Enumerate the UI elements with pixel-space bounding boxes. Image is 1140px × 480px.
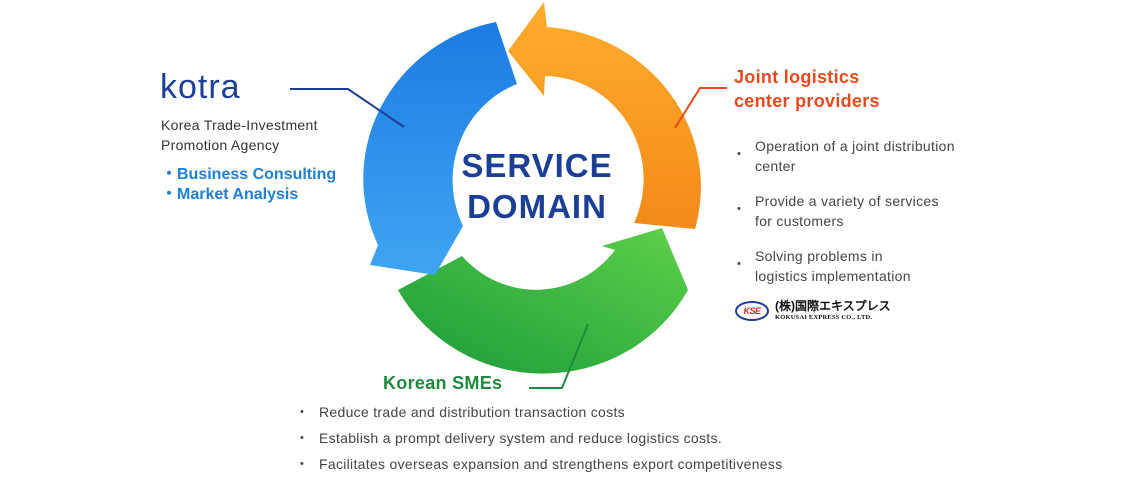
kokusai-express-logo: KSE (株)国際エキスプレス KOKUSAI EXPRESS CO., LTD…: [735, 300, 891, 322]
kotra-full-name: Korea Trade-Investment Promotion Agency: [161, 115, 318, 155]
smes-connector-line: [529, 323, 589, 389]
green-arrow: [398, 228, 688, 374]
list-item: • Establish a prompt delivery system and…: [300, 428, 900, 448]
bullet-icon: •: [737, 258, 742, 270]
list-item-line1: Provide a variety of services: [755, 193, 939, 209]
list-item-line2: logistics implementation: [755, 268, 911, 284]
bullet-icon: •: [300, 406, 305, 418]
joint-logistics-list: • Operation of a joint distribution cent…: [737, 136, 997, 301]
list-item-text: Reduce trade and distribution transactio…: [319, 404, 625, 420]
bullet-icon: •: [737, 203, 742, 215]
kse-japanese-name: (株)国際エキスプレス: [775, 299, 891, 313]
list-item-line2: for customers: [755, 213, 844, 229]
bullet-icon: •: [737, 148, 742, 160]
kotra-connector-line: [290, 88, 405, 128]
orange-arrow: [508, 2, 701, 229]
bullet-icon: •: [300, 458, 305, 470]
list-item: • Solving problems in logistics implemen…: [737, 246, 997, 286]
list-item: • Operation of a joint distribution cent…: [737, 136, 997, 176]
center-title-line2: DOMAIN: [467, 188, 607, 225]
kse-badge-icon: KSE: [735, 301, 769, 321]
list-item-line1: Solving problems in: [755, 248, 883, 264]
kotra-service-item: ・Market Analysis: [161, 186, 299, 203]
joint-logistics-title-line2: center providers: [734, 91, 880, 111]
list-item-line2: center: [755, 158, 796, 174]
joint-logistics-connector-line: [674, 87, 727, 129]
list-item-text: Establish a prompt delivery system and r…: [319, 430, 722, 446]
joint-logistics-title-line1: Joint logistics: [734, 67, 860, 87]
kse-english-name: KOKUSAI EXPRESS CO., LTD.: [775, 314, 873, 321]
joint-logistics-title: Joint logistics center providers: [734, 65, 880, 113]
list-item: • Provide a variety of services for cust…: [737, 191, 997, 231]
center-title-line1: SERVICE: [461, 147, 612, 184]
list-item: • Facilitates overseas expansion and str…: [300, 454, 900, 474]
kse-logo-text: (株)国際エキスプレス KOKUSAI EXPRESS CO., LTD.: [775, 300, 891, 322]
korean-smes-title: Korean SMEs: [383, 373, 503, 393]
kotra-services-list: ・Business Consulting ・Market Analysis: [161, 165, 336, 205]
kotra-name-line1: Korea Trade-Investment: [161, 117, 318, 133]
kotra-logo: kotra: [160, 68, 241, 106]
blue-arrow: [363, 22, 517, 275]
list-item-line1: Operation of a joint distribution: [755, 138, 955, 154]
list-item-text: Facilitates overseas expansion and stren…: [319, 456, 783, 472]
list-item: • Reduce trade and distribution transact…: [300, 402, 900, 422]
kotra-service-item: ・Business Consulting: [161, 166, 337, 183]
kotra-name-line2: Promotion Agency: [161, 137, 280, 153]
korean-smes-list: • Reduce trade and distribution transact…: [300, 402, 900, 480]
bullet-icon: •: [300, 432, 305, 444]
